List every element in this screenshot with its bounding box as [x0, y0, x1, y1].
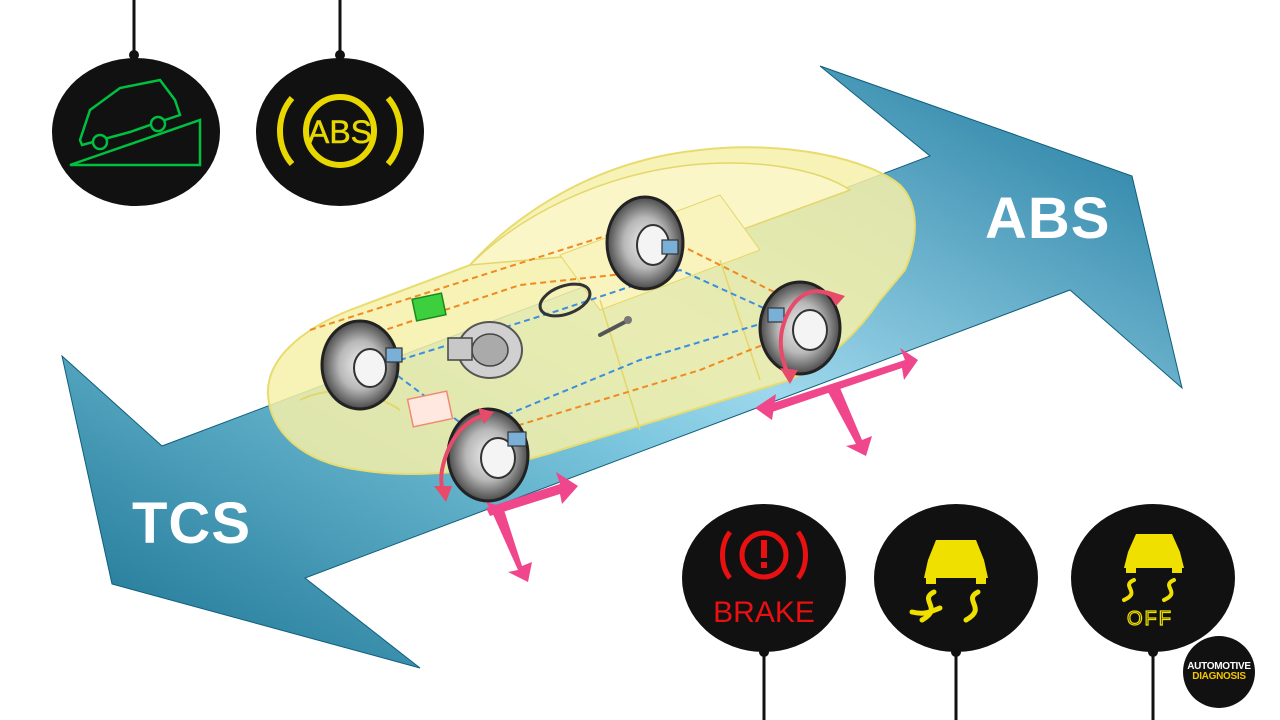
brake-booster	[447, 321, 523, 379]
abs-indicator-text: ABS	[308, 114, 372, 150]
traction-off-text: OFF	[1127, 608, 1173, 630]
skid-off-marks	[1122, 578, 1176, 602]
skid-car-off-icon	[1124, 534, 1184, 573]
abs-label: ABS	[985, 186, 1111, 251]
rotation-arrows	[434, 289, 845, 502]
brake-exclamation-bar	[761, 540, 767, 558]
brake-exclamation-dot	[761, 562, 767, 568]
brand-line-1: AUTOMOTIVE	[1187, 661, 1251, 672]
wheel-rear-left	[605, 195, 685, 291]
abs-control-module	[411, 292, 447, 322]
wheel-front-right	[446, 407, 530, 503]
indicator-traction	[874, 504, 1038, 657]
indicator-brake: BRAKE	[682, 504, 846, 657]
indicator-abs: ABS	[256, 50, 424, 206]
brake-indicator-text: BRAKE	[713, 596, 815, 629]
skid-marks	[909, 589, 981, 623]
force-arrows-front	[486, 472, 578, 582]
skid-car-icon	[924, 540, 988, 584]
sensor-box	[406, 390, 454, 428]
indicator-traction-off: OFF	[1071, 504, 1235, 657]
force-arrows-rear	[755, 348, 918, 456]
handbrake-lever	[598, 316, 632, 337]
brand-logo: AUTOMOTIVE DIAGNOSIS	[1183, 636, 1255, 708]
tcs-label: TCS	[132, 491, 251, 556]
indicator-hill-descent	[52, 50, 220, 206]
hill-descent-car-icon	[69, 78, 202, 167]
abs-warning-icon	[277, 94, 403, 168]
steering-wheel	[538, 282, 592, 318]
brake-warning-icon	[720, 530, 808, 580]
brand-line-2: DIAGNOSIS	[1192, 671, 1246, 682]
hanging-strings	[132, 0, 1155, 720]
wheel-front-left	[320, 319, 403, 411]
